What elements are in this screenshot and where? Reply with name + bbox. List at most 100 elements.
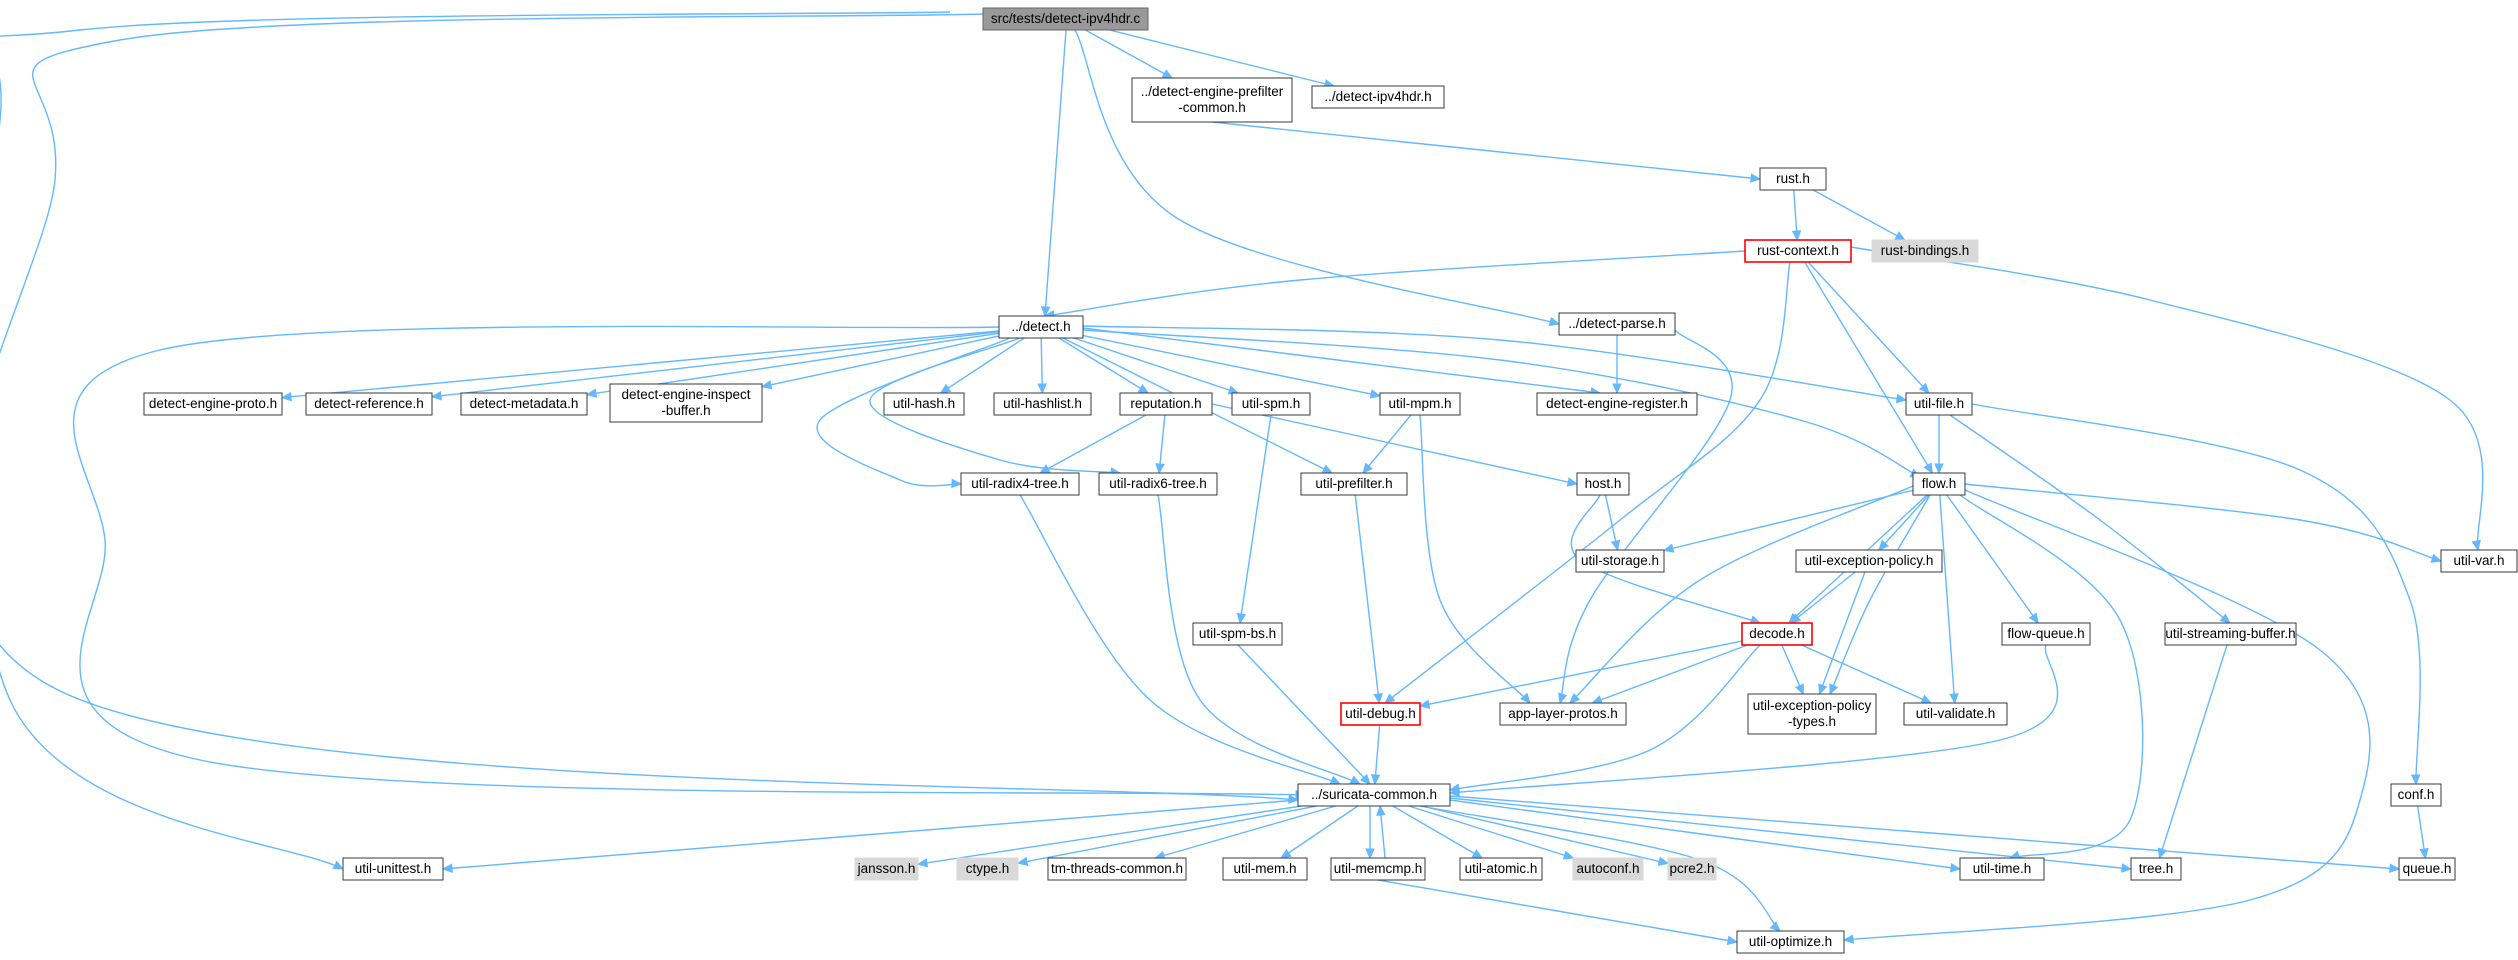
- edge-decode-to-udebug: [1418, 640, 1743, 709]
- node-util-optimize-h[interactable]: util-optimize.h: [1736, 930, 1845, 954]
- svg-text:util-hash.h: util-hash.h: [893, 396, 955, 411]
- edge-rustctx-to-ufile: [1807, 261, 1930, 394]
- edge-flow-to-utime: [1959, 494, 2144, 860]
- svg-text:util-var.h: util-var.h: [2453, 553, 2504, 568]
- svg-text:flow-queue.h: flow-queue.h: [2007, 626, 2084, 641]
- svg-text:util-hashlist.h: util-hashlist.h: [1003, 396, 1082, 411]
- node-queue-h[interactable]: queue.h: [2398, 857, 2456, 881]
- edge-ufile-to-ustream: [1949, 414, 2231, 624]
- svg-text:detect-reference.h: detect-reference.h: [314, 396, 424, 411]
- edge-rustctx-to-udebug: [1384, 261, 1791, 704]
- node-detect-engine-inspect-buffer-h[interactable]: detect-engine-inspect-buffer.h: [609, 383, 763, 423]
- node-rust-bindings-h[interactable]: rust-bindings.h: [1871, 239, 1979, 263]
- node-util-validate-h[interactable]: util-validate.h: [1903, 702, 2008, 726]
- edge-suricata-to-queue: [1449, 795, 2401, 874]
- svg-text:host.h: host.h: [1585, 476, 1622, 491]
- node-util-storage-h[interactable]: util-storage.h: [1575, 549, 1665, 573]
- node-util-memcmp-h[interactable]: util-memcmp.h: [1330, 857, 1426, 881]
- edge-suricata-to-uunit: [441, 799, 1299, 873]
- node-util-hashlist-h[interactable]: util-hashlist.h: [993, 392, 1092, 416]
- svg-text:util-radix4-tree.h: util-radix4-tree.h: [971, 476, 1069, 491]
- node-util-radix6-tree-h[interactable]: util-radix6-tree.h: [1098, 472, 1218, 496]
- node-flow-queue-h[interactable]: flow-queue.h: [2001, 622, 2091, 646]
- edge-suricata-to-uatomic: [1392, 805, 1484, 859]
- svg-text:queue.h: queue.h: [2403, 861, 2452, 876]
- node-detect-reference-h[interactable]: detect-reference.h: [305, 392, 433, 416]
- svg-text:flow.h: flow.h: [1922, 476, 1957, 491]
- svg-text:autoconf.h: autoconf.h: [1576, 861, 1639, 876]
- svg-text:decode.h: decode.h: [1749, 626, 1805, 641]
- node-util-atomic-h[interactable]: util-atomic.h: [1459, 857, 1543, 881]
- node-detect-ipv4hdr-h[interactable]: ../detect-ipv4hdr.h: [1311, 85, 1445, 109]
- svg-text:util-memcmp.h: util-memcmp.h: [1334, 861, 1423, 876]
- svg-text:-common.h: -common.h: [1178, 100, 1246, 115]
- edge-suricata-to-tree: [1449, 797, 2133, 873]
- node-host-h[interactable]: host.h: [1576, 472, 1630, 496]
- node-util-var-h[interactable]: util-var.h: [2440, 549, 2518, 573]
- svg-text:tm-threads-common.h: tm-threads-common.h: [1051, 861, 1183, 876]
- node-util-spm-bs-h[interactable]: util-spm-bs.h: [1192, 622, 1283, 646]
- node-root[interactable]: src/tests/detect-ipv4hdr.c: [982, 7, 1149, 31]
- svg-text:util-prefilter.h: util-prefilter.h: [1315, 476, 1392, 491]
- edge-rad4-to-suricata: [1019, 494, 1342, 785]
- edge-root-to-uunit: [0, 11, 951, 870]
- svg-text:util-exception-policy: util-exception-policy: [1753, 698, 1872, 713]
- svg-text:ctype.h: ctype.h: [966, 861, 1010, 876]
- node-rust-context-h[interactable]: rust-context.h: [1744, 239, 1852, 263]
- node-util-prefilter-h[interactable]: util-prefilter.h: [1300, 472, 1408, 496]
- edge-conf-to-queue: [2416, 805, 2429, 860]
- svg-text:rust.h: rust.h: [1776, 171, 1810, 186]
- svg-text:tree.h: tree.h: [2139, 861, 2174, 876]
- node-conf-h[interactable]: conf.h: [2390, 783, 2442, 807]
- node-reputation-h[interactable]: reputation.h: [1119, 392, 1213, 416]
- node-ctype-h[interactable]: ctype.h: [956, 857, 1019, 881]
- node-detect-h[interactable]: ../detect.h: [998, 315, 1084, 339]
- node-detect-engine-prefilter-common[interactable]: ../detect-engine-prefilter-common.h: [1131, 77, 1293, 123]
- svg-text:pcre2.h: pcre2.h: [1669, 861, 1714, 876]
- nodes-layer: src/tests/detect-ipv4hdr.c ../detect-eng…: [143, 7, 2518, 954]
- node-detect-metadata-h[interactable]: detect-metadata.h: [460, 392, 588, 416]
- node-suricata-common-h[interactable]: ../suricata-common.h: [1297, 783, 1451, 807]
- node-util-hash-h[interactable]: util-hash.h: [883, 392, 965, 416]
- node-detect-parse-h[interactable]: ../detect-parse.h: [1558, 312, 1676, 336]
- edge-reputation-to-rad4: [1038, 414, 1147, 474]
- node-tm-threads-common-h[interactable]: tm-threads-common.h: [1047, 857, 1187, 881]
- edge-rust-to-rustbind: [1812, 189, 1906, 241]
- edge-uspm-to-uspmbs: [1236, 414, 1272, 625]
- node-util-exception-policy-h[interactable]: util-exception-policy.h: [1795, 549, 1943, 573]
- node-util-streaming-buffer-h[interactable]: util-streaming-buffer.h: [2164, 622, 2297, 646]
- node-util-mem-h[interactable]: util-mem.h: [1222, 857, 1308, 881]
- node-app-layer-protos-h[interactable]: app-layer-protos.h: [1499, 702, 1627, 726]
- node-util-time-h[interactable]: util-time.h: [1959, 857, 2045, 881]
- svg-text:conf.h: conf.h: [2398, 787, 2435, 802]
- node-util-exception-policy-types-h[interactable]: util-exception-policy-types.h: [1747, 693, 1877, 735]
- node-pcre2-h[interactable]: pcre2.h: [1667, 857, 1717, 881]
- edge-umpm-to-upref: [1362, 414, 1412, 474]
- node-jansson-h[interactable]: jansson.h: [854, 857, 919, 881]
- node-util-mpm-h[interactable]: util-mpm.h: [1379, 392, 1461, 416]
- node-decode-h[interactable]: decode.h: [1741, 622, 1813, 646]
- edge-flow-to-uvalid: [1939, 494, 1959, 705]
- node-util-debug-h[interactable]: util-debug.h: [1340, 702, 1421, 726]
- edge-dep_prefilter-to-rust: [1211, 121, 1762, 183]
- edge-suricata-to-uopt: [1419, 805, 1781, 932]
- node-detect-engine-register-h[interactable]: detect-engine-register.h: [1536, 392, 1698, 416]
- node-util-unittest-h[interactable]: util-unittest.h: [342, 857, 444, 881]
- node-flow-h[interactable]: flow.h: [1912, 472, 1966, 496]
- node-autoconf-h[interactable]: autoconf.h: [1572, 857, 1644, 881]
- node-detect-engine-proto-h[interactable]: detect-engine-proto.h: [143, 392, 283, 416]
- svg-text:util-unittest.h: util-unittest.h: [355, 861, 432, 876]
- svg-text:detect-engine-register.h: detect-engine-register.h: [1546, 396, 1688, 411]
- edge-flow-to-flowq: [1946, 494, 2039, 625]
- edge-root-to-dparse: [1074, 29, 1561, 327]
- svg-text:src/tests/detect-ipv4hdr.c: src/tests/detect-ipv4hdr.c: [991, 11, 1141, 26]
- edge-suricata-to-jansson: [916, 805, 1302, 868]
- node-util-file-h[interactable]: util-file.h: [1905, 392, 1973, 416]
- node-util-radix4-tree-h[interactable]: util-radix4-tree.h: [960, 472, 1080, 496]
- edge-flow-to-uopt: [1842, 489, 2371, 944]
- edge-umemcmp-to-suricata: [1376, 804, 1386, 859]
- node-util-spm-h[interactable]: util-spm.h: [1231, 392, 1311, 416]
- node-rust-h[interactable]: rust.h: [1759, 167, 1827, 191]
- node-tree-h[interactable]: tree.h: [2130, 857, 2182, 881]
